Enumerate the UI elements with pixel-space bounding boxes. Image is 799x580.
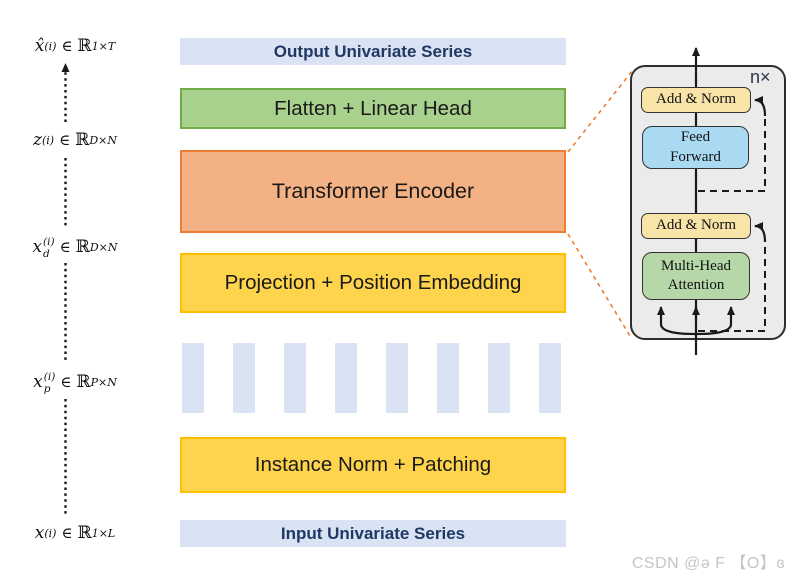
skip-connection-attention	[698, 244, 766, 332]
math-superscript: (i)	[43, 235, 55, 248]
math-superscript: (i)	[44, 526, 57, 540]
patch-bar	[233, 343, 255, 413]
real-set-symbol: ℝ	[76, 372, 91, 392]
add-norm-bottom-box: Add & Norm	[641, 213, 751, 239]
element-of-symbol: ∈	[60, 373, 72, 391]
patch-bar	[182, 343, 204, 413]
element-of-symbol: ∈	[59, 238, 71, 256]
patch-bar	[488, 343, 510, 413]
math-subscript: d	[43, 248, 50, 260]
instance-norm-patching-box: Instance Norm + Patching	[180, 437, 566, 493]
input-series-bar: Input Univariate Series	[180, 520, 566, 547]
math-superscript: (i)	[43, 370, 56, 383]
output-series-label: Output Univariate Series	[273, 41, 473, 61]
real-set-symbol: ℝ	[77, 523, 92, 543]
math-var: x	[33, 372, 43, 392]
projection-embedding-label: Projection + Position Embedding	[224, 271, 522, 294]
add-norm-label: Add & Norm	[656, 217, 736, 234]
multi-head-attention-line2: Attention	[667, 277, 725, 293]
multi-head-attention-line1: Multi-Head	[661, 257, 731, 274]
feed-forward-line2: Forward	[670, 148, 721, 165]
watermark-text: CSDN @ə F 【O】ɞ	[631, 555, 785, 572]
math-var: x̂	[34, 36, 45, 56]
real-set-symbol: ℝ	[77, 36, 92, 56]
math-var: x	[32, 237, 43, 257]
feed-forward-line1: Feed	[680, 129, 711, 145]
patch-row	[182, 343, 561, 413]
math-var: z	[33, 130, 42, 150]
encoder-flow	[657, 47, 767, 355]
flatten-linear-head-box: Flatten + Linear Head	[180, 88, 566, 129]
element-of-symbol: ∈	[61, 524, 73, 542]
feed-forward-box: Feed Forward	[642, 126, 749, 169]
zoom-connector-bottom	[567, 233, 631, 337]
math-exponent: P×N	[90, 375, 117, 389]
transformer-encoder-box: Transformer Encoder	[180, 150, 566, 233]
multi-head-attention-box: Multi-Head Attention	[642, 252, 750, 300]
patch-bar	[386, 343, 408, 413]
math-exponent: D×N	[89, 133, 117, 147]
patch-bar	[284, 343, 306, 413]
zoom-connector-top	[567, 69, 634, 153]
flatten-linear-head-label: Flatten + Linear Head	[274, 96, 472, 120]
instance-norm-patching-label: Instance Norm + Patching	[254, 453, 492, 476]
element-of-symbol: ∈	[61, 37, 73, 55]
add-norm-label: Add & Norm	[656, 91, 736, 108]
math-superscript: (i)	[44, 39, 57, 53]
math-var: x	[34, 523, 45, 543]
transformer-encoder-label: Transformer Encoder	[271, 179, 475, 203]
math-scripts: (i)d	[43, 236, 55, 260]
output-series-bar: Output Univariate Series	[180, 38, 566, 65]
math-exponent: 1×L	[91, 526, 116, 540]
real-set-symbol: ℝ	[75, 237, 90, 257]
math-subscript: p	[43, 383, 51, 395]
repeat-count-label: n×	[750, 66, 771, 87]
patch-bar	[335, 343, 357, 413]
input-series-label: Input Univariate Series	[280, 523, 466, 543]
real-set-symbol: ℝ	[75, 130, 90, 150]
patch-bar	[437, 343, 459, 413]
math-exponent: D×N	[89, 240, 118, 254]
projection-embedding-box: Projection + Position Embedding	[180, 253, 566, 313]
skip-connection-feedforward	[698, 118, 766, 192]
math-exponent: 1×T	[91, 39, 116, 53]
add-norm-top-box: Add & Norm	[641, 87, 751, 113]
element-of-symbol: ∈	[59, 131, 71, 149]
patch-bar	[539, 343, 561, 413]
math-superscript: (i)	[41, 133, 55, 147]
math-scripts: (i)p	[44, 371, 56, 395]
